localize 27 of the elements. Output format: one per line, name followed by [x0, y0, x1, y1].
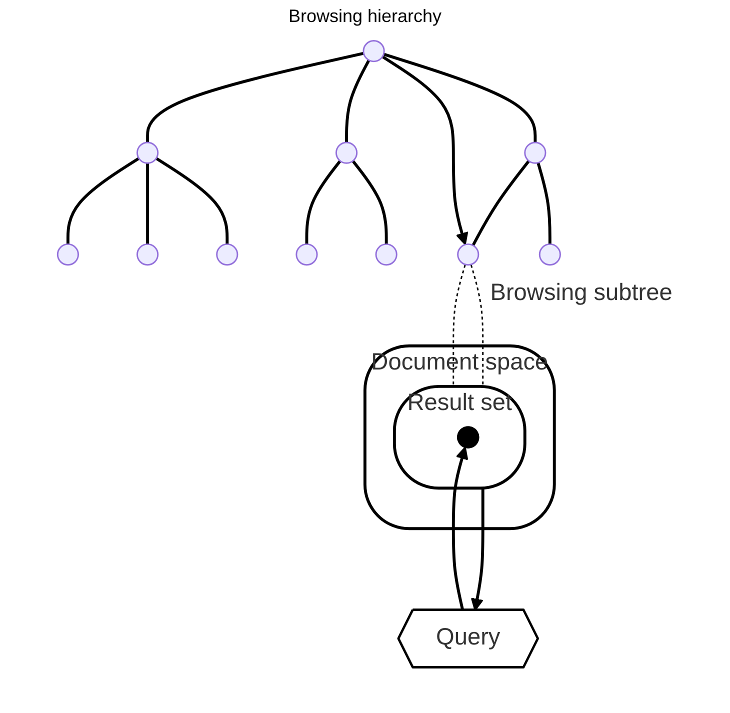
node-circle: [362, 40, 385, 62]
connector: [155, 157, 229, 244]
node-circle: [56, 243, 79, 266]
arrow: [452, 446, 468, 611]
node-circle: [216, 243, 238, 266]
connector: [66, 157, 140, 244]
node-circle: [136, 243, 159, 266]
connector: [452, 264, 466, 386]
node-circle: [524, 142, 546, 164]
connector: [146, 52, 364, 142]
node-circle: [136, 142, 159, 164]
connector: [305, 160, 342, 244]
node-circle: [375, 243, 398, 266]
arrow: [382, 55, 468, 246]
connector: [536, 162, 552, 244]
node-circle: [335, 142, 358, 164]
connector: [470, 264, 484, 386]
connector: [472, 160, 530, 246]
connector: [383, 52, 537, 142]
node-circle: [538, 243, 561, 266]
connector: [146, 163, 150, 244]
connector: [345, 60, 370, 142]
diagram-title: Browsing hierarchy: [287, 6, 443, 27]
node-circle: [457, 243, 480, 266]
connector: [352, 160, 388, 244]
node-caption: Browsing subtree: [490, 279, 672, 306]
node-circle: [296, 243, 318, 266]
